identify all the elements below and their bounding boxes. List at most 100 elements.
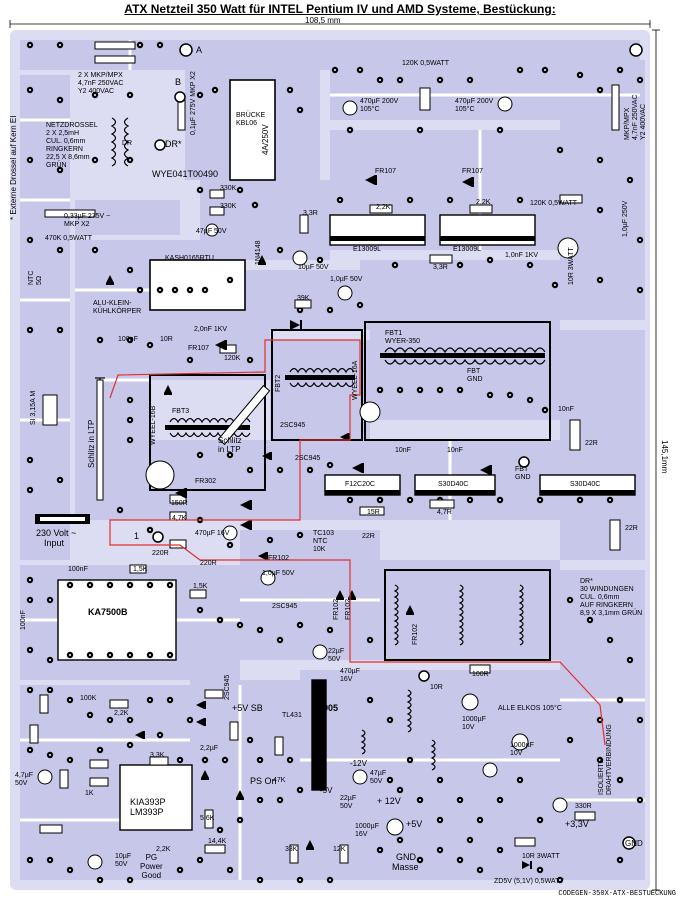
label-r33: 3,3R	[303, 210, 318, 217]
label-c2sc945-4: 2SC945	[224, 674, 231, 700]
pad-hole	[389, 779, 391, 781]
label-b: B	[175, 77, 182, 87]
dimension-lines	[9, 20, 660, 891]
pad-hole	[269, 539, 271, 541]
pad-hole	[544, 409, 546, 411]
pad-hole	[619, 69, 621, 71]
pad-hole	[29, 239, 31, 241]
pad-hole	[199, 859, 201, 861]
label-fr107-3: FR107	[188, 345, 210, 352]
label-r22r-2: 22R	[625, 525, 638, 532]
label-c10u50: 10µF 50V	[298, 264, 329, 271]
pad-hole	[59, 479, 61, 481]
label-dr-in: DR	[122, 140, 133, 147]
pad-hole	[339, 199, 341, 201]
pad-hole	[174, 289, 176, 291]
pad-hole	[189, 719, 191, 721]
label-r2k2: 2,2K	[114, 710, 129, 717]
pad-hole	[279, 799, 281, 801]
pad-hole	[439, 819, 441, 821]
pad-hole	[279, 249, 281, 251]
page-title: ATX Netzteil 350 Watt für INTEL Pentium …	[124, 2, 556, 16]
pad-hole	[29, 44, 31, 46]
pad-hole	[59, 329, 61, 331]
label-schlitz-left: Schlitz in LTP	[87, 419, 96, 468]
pad-hole	[139, 44, 141, 46]
pad-hole	[169, 584, 171, 586]
pad-hole	[509, 394, 511, 396]
label-dr-star: DR*	[165, 139, 182, 149]
pad-hole	[529, 399, 531, 401]
pad-hole	[259, 799, 261, 801]
label-c2n2kv: 2,0nF 1KV	[194, 326, 228, 333]
pad-hole	[199, 189, 201, 191]
pad-hole	[69, 584, 71, 586]
pad-hole	[259, 879, 261, 881]
label-ka7500b: KA7500B	[88, 607, 128, 617]
pad-hole	[139, 289, 141, 291]
pad-hole	[29, 859, 31, 861]
pad-hole	[499, 499, 501, 501]
pad-hole	[129, 159, 131, 161]
label-c2sc945-3: 2SC945	[272, 603, 298, 610]
pad-hole	[599, 759, 601, 761]
pad-hole	[69, 699, 71, 701]
pad-hole	[219, 619, 221, 621]
pad-hole	[299, 534, 301, 536]
pad-hole	[579, 499, 581, 501]
pad-hole	[69, 869, 71, 871]
pad-hole	[629, 659, 631, 661]
pad-hole	[329, 309, 331, 311]
pad-hole	[609, 499, 611, 501]
pad-hole	[69, 654, 71, 656]
pad-hole	[109, 584, 111, 586]
label-r10r: 10R 3WATT	[568, 247, 575, 285]
pad-hole	[599, 159, 601, 161]
pad-hole	[129, 94, 131, 96]
pad-hole	[129, 584, 131, 586]
pad-hole	[639, 79, 641, 81]
pad-hole	[179, 759, 181, 761]
pad-hole	[439, 779, 441, 781]
footer-code: CODEGEN-350X-ATX-BESTUECKUNG	[558, 890, 676, 898]
pad-hole	[129, 269, 131, 271]
pad-hole	[379, 849, 381, 851]
pad-hole	[639, 799, 641, 801]
label-fr107-2: FR107	[462, 168, 484, 175]
pad-hole	[389, 719, 391, 721]
label-fbt2: FBT2	[275, 374, 282, 392]
label-fbt3: FBT3	[172, 408, 190, 415]
label-c100nf-2: 100nF	[68, 566, 88, 573]
label-7905: 7905	[318, 703, 339, 713]
label-a: A	[196, 45, 203, 55]
label-230volt: 230 Volt ~Input	[36, 528, 77, 548]
pad-hole	[254, 204, 256, 206]
label-r15k-2: 1,5K	[193, 583, 208, 590]
label-r100r: 100R	[472, 671, 489, 678]
label-ksh: KASH0165RTU	[165, 255, 214, 262]
pad-hole	[229, 279, 231, 281]
label-r22k-3: 2,2K	[156, 846, 171, 853]
label-c1u-250: 1,0µF 250V	[622, 200, 629, 237]
pad-hole	[619, 699, 621, 701]
pad-hole	[349, 129, 351, 131]
label-r22k-2: 2,2K	[476, 199, 491, 206]
label-r22r-3: 22R	[362, 533, 375, 540]
label-r120k-top: 120K 0,5WATT	[402, 60, 450, 67]
pad-hole	[369, 699, 371, 701]
label-c22u: 2,2µF	[200, 745, 219, 752]
pad-hole	[199, 454, 201, 456]
label-minus12: -12V	[350, 759, 367, 768]
transformer-cores	[165, 353, 545, 430]
label-r22r: 22R	[585, 440, 598, 447]
pad-hole	[239, 819, 241, 821]
label-c1u50: 1,0µF 50V	[330, 276, 363, 283]
pad-hole	[239, 189, 241, 191]
